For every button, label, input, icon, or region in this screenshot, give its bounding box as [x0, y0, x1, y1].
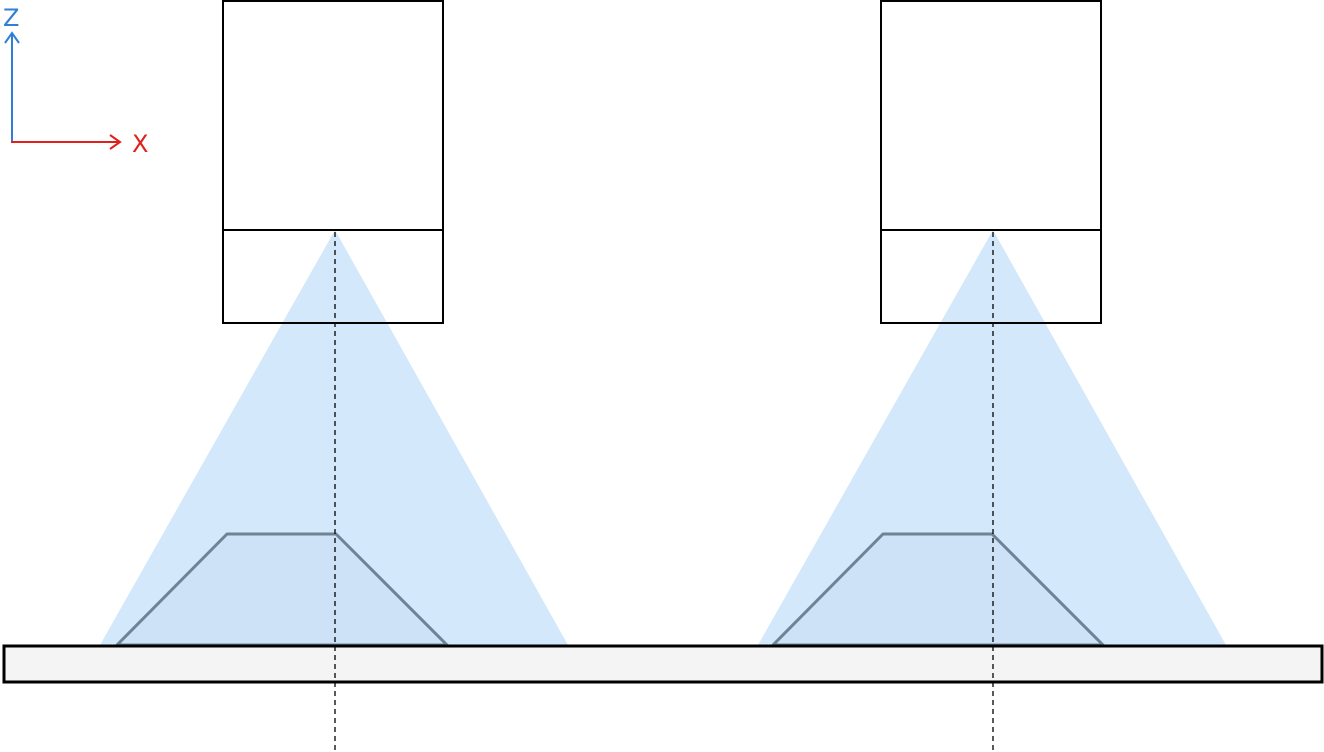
sensor-left [222, 0, 444, 324]
x-axis-label: X [132, 130, 148, 158]
sensor-lens [222, 229, 444, 324]
x-axis-arrowhead [109, 134, 122, 150]
sensor-lens [880, 229, 1102, 324]
conveyor-plate [2, 644, 1324, 684]
z-axis-label: Z [3, 4, 19, 32]
sensor-body [222, 0, 444, 231]
z-axis-arrowhead [4, 31, 20, 44]
beam-left [100, 230, 568, 645]
sensor-body [880, 0, 1102, 231]
sensor-right [880, 0, 1102, 324]
axis-indicator: Z X [3, 4, 148, 158]
